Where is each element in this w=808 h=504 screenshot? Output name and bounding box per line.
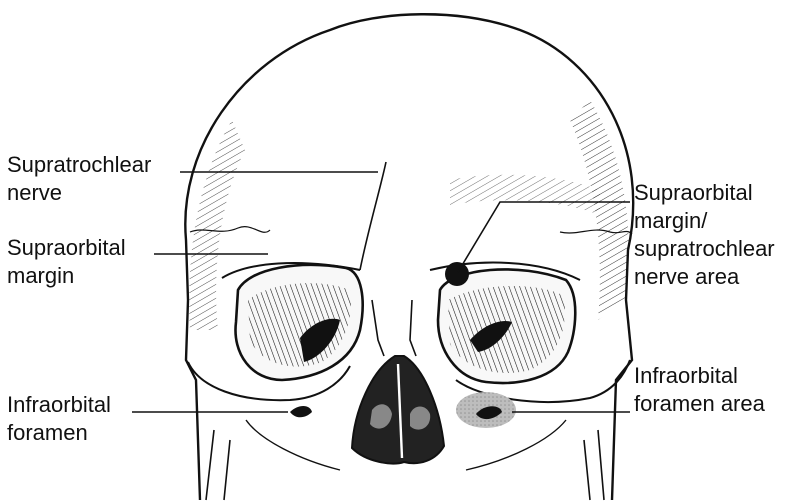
label-supraorbital-supratrochlear-area: Supraorbital margin/ supratrochlear nerv… (634, 179, 775, 291)
label-supraorbital-margin: Supraorbital margin (7, 234, 126, 290)
nasal-bridge (372, 300, 416, 356)
left-infraorbital-foramen (290, 406, 312, 417)
label-infraorbital-foramen: Infraorbital foramen (7, 391, 111, 447)
supratrochlear-nerve-path (360, 162, 386, 270)
label-supratrochlear-nerve: Supratrochlear nerve (7, 151, 151, 207)
target-marker-icon (445, 262, 469, 286)
label-infraorbital-foramen-area: Infraorbital foramen area (634, 362, 765, 418)
forehead-shading (450, 175, 600, 215)
